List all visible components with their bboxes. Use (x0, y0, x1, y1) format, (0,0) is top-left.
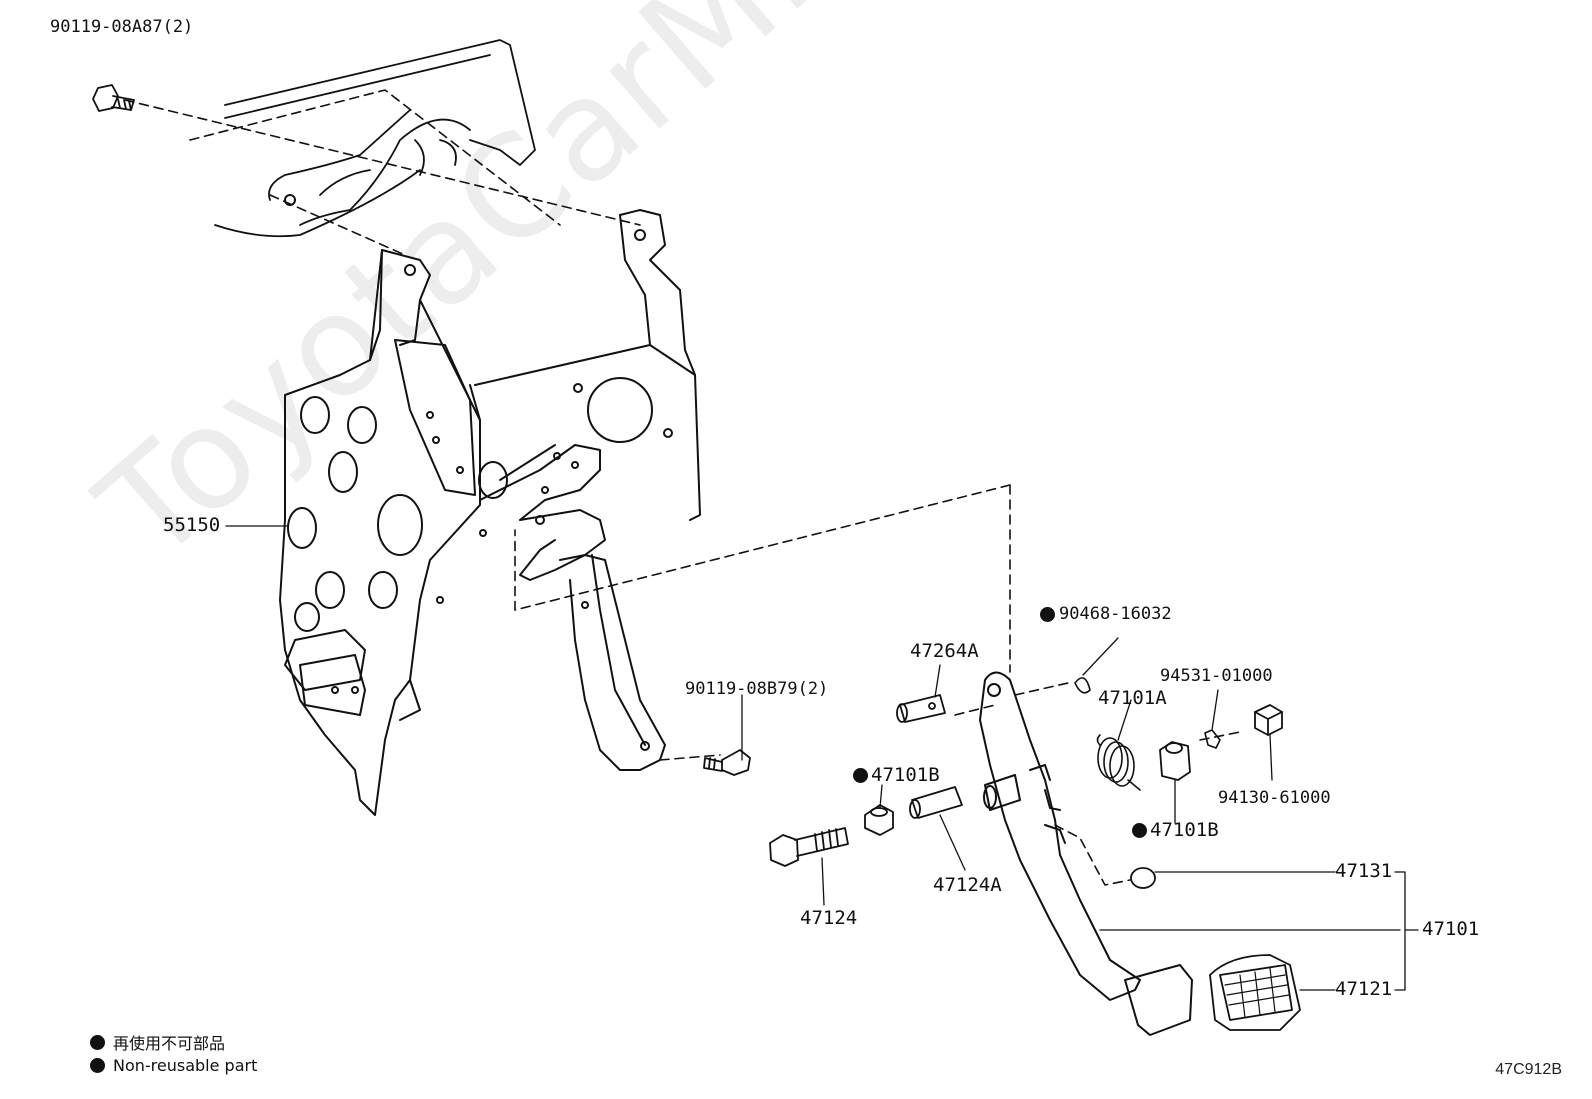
pin-47264A (896, 694, 946, 723)
legend-dot (90, 1034, 105, 1050)
pedal-pad (1124, 964, 1193, 1036)
non-reusable-dot (1132, 822, 1147, 838)
pad-47121 (1209, 954, 1301, 1031)
diagram-code: 47C912B (1495, 1061, 1562, 1078)
label-47124A[interactable]: 47124A (933, 874, 1002, 896)
bolt-47124 (769, 827, 849, 867)
nut-94130-61000 (1254, 704, 1283, 736)
label-55150[interactable]: 55150 (163, 514, 221, 536)
label-90119-08A87[interactable]: 90119-08A87(2) (50, 17, 194, 37)
label-47101[interactable]: 47101 (1422, 918, 1480, 940)
clip-90468-16032 (1074, 677, 1091, 694)
bolt-90119-08A87 (92, 84, 135, 112)
label-47101A[interactable]: 47101A (1098, 687, 1167, 709)
bushing-47101B-left (864, 804, 894, 836)
leader-lines (225, 525, 1419, 991)
label-90468-16032[interactable]: 90468-16032 (1040, 604, 1172, 624)
dash-leaders (124, 89, 1241, 886)
label-47101B-left[interactable]: 47101B (853, 764, 940, 786)
label-47121[interactable]: 47121 (1335, 978, 1393, 1000)
non-reusable-dot (1040, 606, 1055, 622)
bolt-90119-08B79 (703, 749, 751, 776)
legend-dot (90, 1058, 105, 1073)
label-47101B-left-text: 47101B (871, 764, 940, 786)
legend-en-text: Non-reusable part (113, 1056, 258, 1075)
washer-94531-01000 (1204, 729, 1221, 749)
label-47264A[interactable]: 47264A (910, 640, 979, 662)
label-94130-61000[interactable]: 94130-61000 (1218, 788, 1331, 808)
stopper-47131 (1130, 867, 1156, 889)
label-47101B-right-text: 47101B (1150, 819, 1219, 841)
dash-panel (214, 39, 536, 238)
bushing-47101B-right (1159, 741, 1191, 781)
bracket-55150 (279, 194, 701, 816)
label-47124[interactable]: 47124 (800, 907, 858, 929)
label-47131[interactable]: 47131 (1335, 860, 1393, 882)
label-47101B-right[interactable]: 47101B (1132, 819, 1219, 841)
legend-en: Non-reusable part (90, 1056, 257, 1075)
legend-jp: 再使用不可部品 (90, 1030, 225, 1054)
label-90119-08B79[interactable]: 90119-08B79(2) (685, 679, 829, 699)
spring-47101A (1096, 734, 1141, 791)
pedal-arm-47101 (979, 671, 1141, 1001)
legend-jp-text: 再使用不可部品 (113, 1034, 226, 1053)
label-94531-01000[interactable]: 94531-01000 (1160, 666, 1273, 686)
non-reusable-dot (853, 767, 868, 783)
label-90468-16032-text: 90468-16032 (1059, 604, 1172, 624)
collar-47124A (909, 786, 963, 819)
